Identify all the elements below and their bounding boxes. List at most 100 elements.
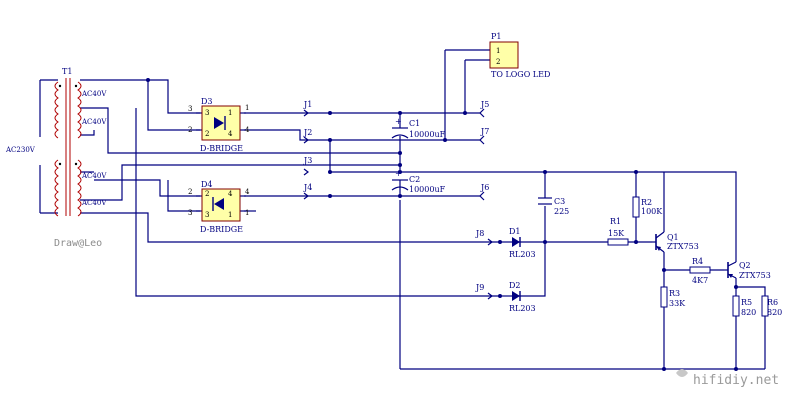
jack-j4: J4 bbox=[303, 183, 312, 200]
svg-text:R3: R3 bbox=[669, 289, 680, 298]
svg-text:ZTX753: ZTX753 bbox=[739, 271, 771, 280]
svg-text:1: 1 bbox=[245, 104, 249, 112]
svg-text:4K7: 4K7 bbox=[692, 276, 708, 285]
svg-text:J3: J3 bbox=[303, 156, 312, 165]
svg-text:4: 4 bbox=[228, 190, 233, 198]
capacitor-c1: + C1 10000uF bbox=[391, 117, 446, 139]
bridge-d4: D4 D-BRIDGE 4 3 2 1 2 3 1 4 bbox=[188, 180, 250, 234]
svg-text:1: 1 bbox=[228, 211, 232, 219]
capacitor-c3: C3 225 bbox=[538, 197, 569, 216]
bridge-d3-name: D-BRIDGE bbox=[200, 144, 243, 153]
svg-text:4: 4 bbox=[245, 188, 250, 196]
ac-input-label: AC230V bbox=[5, 146, 36, 154]
bridge-d4-name: D-BRIDGE bbox=[200, 225, 243, 234]
connector-p1: P1 1 2 TO LOGO LED bbox=[489, 32, 550, 79]
jack-j5: J5 bbox=[479, 100, 489, 118]
junctions bbox=[146, 78, 738, 371]
jacks: J1 J2 J3 J4 J5 J7 J6 J8 J9 bbox=[303, 100, 493, 300]
svg-text:1: 1 bbox=[245, 209, 249, 217]
svg-text:100K: 100K bbox=[641, 207, 663, 216]
svg-text:2: 2 bbox=[205, 190, 209, 198]
diode-d1: D1 RL203 bbox=[500, 227, 536, 259]
svg-text:1: 1 bbox=[228, 109, 232, 117]
svg-text:J6: J6 bbox=[480, 183, 489, 192]
svg-text:R2: R2 bbox=[641, 198, 652, 207]
svg-text:J8: J8 bbox=[475, 229, 484, 238]
svg-text:C3: C3 bbox=[554, 197, 565, 206]
bridge-d3-ref: D3 bbox=[201, 97, 213, 106]
resistor-r4: R4 4K7 bbox=[689, 257, 711, 285]
secondary-label-4: AC40V bbox=[81, 199, 107, 207]
jack-j6: J6 bbox=[479, 183, 489, 201]
svg-text:3: 3 bbox=[188, 209, 192, 217]
svg-text:R4: R4 bbox=[692, 257, 703, 266]
svg-text:10000uF: 10000uF bbox=[409, 130, 446, 139]
secondary-label-1: AC40V bbox=[81, 90, 107, 98]
transistor-q2: Q2 ZTX753 bbox=[724, 261, 771, 280]
svg-text:C1: C1 bbox=[409, 119, 420, 128]
svg-text:+: + bbox=[395, 169, 402, 178]
svg-text:1: 1 bbox=[496, 47, 500, 55]
svg-text:+: + bbox=[395, 117, 402, 126]
svg-text:D1: D1 bbox=[509, 227, 521, 236]
secondary-label-2: AC40V bbox=[81, 118, 107, 126]
svg-text:J1: J1 bbox=[303, 100, 312, 109]
svg-text:3: 3 bbox=[188, 105, 192, 113]
svg-text:225: 225 bbox=[554, 207, 569, 216]
svg-text:4: 4 bbox=[245, 126, 250, 134]
bridge-d3: D3 D-BRIDGE 3 2 1 4 1 2 3 4 bbox=[188, 97, 250, 153]
svg-text:Q2: Q2 bbox=[739, 261, 751, 270]
svg-text:820: 820 bbox=[767, 308, 782, 317]
jack-j9: J9 bbox=[475, 283, 493, 300]
resistor-r6: R6 820 bbox=[761, 295, 782, 317]
jack-j7: J7 bbox=[479, 127, 489, 145]
svg-text:2: 2 bbox=[188, 188, 192, 196]
watermark-logo-icon bbox=[676, 369, 688, 377]
svg-text:ZTX753: ZTX753 bbox=[667, 242, 699, 251]
svg-text:15K: 15K bbox=[608, 229, 625, 238]
svg-text:J7: J7 bbox=[480, 127, 489, 136]
svg-text:Q1: Q1 bbox=[667, 233, 679, 242]
author-signature: Draw@Leo bbox=[54, 238, 102, 249]
svg-text:10000uF: 10000uF bbox=[409, 185, 446, 194]
svg-text:33K: 33K bbox=[669, 299, 686, 308]
resistor-r2: R2 100K bbox=[632, 196, 663, 218]
secondary-label-3: AC40V bbox=[81, 172, 107, 180]
connector-note: TO LOGO LED bbox=[491, 70, 550, 79]
jack-j2: J2 bbox=[303, 128, 312, 144]
watermark: hifidiy.net bbox=[676, 369, 779, 388]
transformer-ref: T1 bbox=[62, 67, 72, 76]
jack-j1: J1 bbox=[303, 100, 312, 117]
svg-text:J9: J9 bbox=[475, 283, 484, 292]
svg-text:3: 3 bbox=[205, 211, 209, 219]
svg-text:D2: D2 bbox=[509, 281, 521, 290]
jack-j3: J3 bbox=[303, 156, 312, 176]
svg-text:J4: J4 bbox=[303, 183, 312, 192]
svg-text:2: 2 bbox=[205, 130, 209, 138]
resistor-r5: R5 820 bbox=[732, 295, 756, 317]
transistor-q1: Q1 ZTX753 bbox=[652, 231, 699, 253]
bridge-d4-ref: D4 bbox=[201, 180, 213, 189]
svg-text:R1: R1 bbox=[610, 217, 621, 226]
svg-text:820: 820 bbox=[741, 308, 756, 317]
svg-text:J5: J5 bbox=[480, 100, 489, 109]
svg-text:RL203: RL203 bbox=[509, 304, 536, 313]
svg-text:4: 4 bbox=[228, 130, 233, 138]
svg-text:J2: J2 bbox=[303, 128, 312, 137]
svg-text:R5: R5 bbox=[741, 298, 752, 307]
svg-text:C2: C2 bbox=[409, 175, 420, 184]
capacitor-c2: + C2 10000uF bbox=[391, 169, 446, 194]
svg-text:2: 2 bbox=[188, 126, 192, 134]
svg-text:RL203: RL203 bbox=[509, 250, 536, 259]
svg-text:P1: P1 bbox=[491, 32, 501, 41]
resistor-r3: R3 33K bbox=[660, 286, 686, 308]
svg-text:3: 3 bbox=[205, 109, 209, 117]
svg-text:2: 2 bbox=[496, 58, 500, 66]
svg-text:hifidiy.net: hifidiy.net bbox=[693, 373, 779, 388]
jack-j8: J8 bbox=[475, 229, 493, 246]
diode-d2: D2 RL203 bbox=[500, 281, 536, 313]
transformer-t1: T1 AC230V AC40V AC40V AC40V AC40V bbox=[5, 67, 107, 217]
resistor-r1: R1 15K bbox=[607, 217, 629, 246]
svg-text:R6: R6 bbox=[767, 298, 778, 307]
